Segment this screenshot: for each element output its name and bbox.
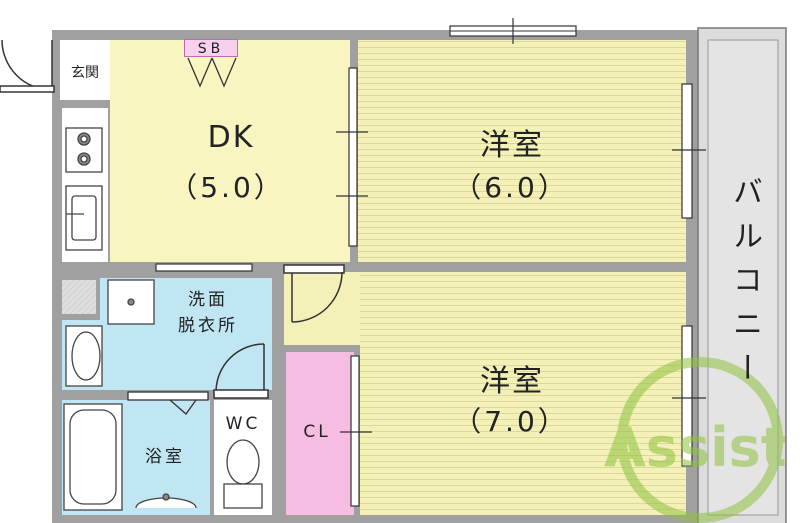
western-room-1-label: 洋室 <box>480 128 544 163</box>
sliding-door-dk <box>348 67 358 247</box>
stove-icon <box>65 127 103 173</box>
hall-floor <box>284 272 360 350</box>
washroom-label-line2: 脱衣所 <box>178 316 238 336</box>
shower-icon <box>135 493 197 509</box>
kitchen-sink-icon <box>65 185 103 251</box>
shoebox-label: SB <box>184 39 238 57</box>
washroom-label-line1: 洗面 <box>188 290 228 310</box>
balcony-label: バルコニー <box>727 176 762 396</box>
shoebox-door <box>187 57 237 88</box>
dk-size: （5.0） <box>169 171 285 204</box>
bath-door <box>127 391 209 415</box>
balcony-inner <box>707 39 779 516</box>
western-room-2-label: 洋室 <box>480 364 544 399</box>
assist-watermark: Assist <box>604 357 787 523</box>
bathtub-icon <box>63 403 123 511</box>
closet-label: CL <box>303 422 331 442</box>
entrance-door <box>0 39 55 93</box>
sliding-door-closet <box>350 355 360 507</box>
entrance-label: 玄関 <box>71 65 99 81</box>
dk-label: DK <box>207 120 255 155</box>
wall-closet <box>284 345 360 352</box>
wall-middle <box>100 262 686 272</box>
watermark-text: Assist <box>604 416 787 479</box>
wall-bath-wc <box>210 400 214 515</box>
wash-basin-icon <box>65 325 103 387</box>
wall-wash-hall <box>272 272 284 515</box>
wc-label: WC <box>225 414 261 434</box>
window-balcony-2 <box>681 325 693 467</box>
sliding-door-washroom <box>155 263 253 272</box>
hall-door <box>283 264 345 323</box>
wc-door <box>213 343 269 399</box>
western-room-2-size: （7.0） <box>453 405 569 438</box>
closet-floor <box>286 352 354 515</box>
washing-machine-icon <box>107 279 155 325</box>
western-room-1-floor <box>358 40 686 262</box>
storage-floor <box>62 280 96 314</box>
bath-label: 浴室 <box>145 447 185 467</box>
entrance-floor <box>60 40 110 100</box>
window-balcony-1 <box>681 83 693 219</box>
western-room-1-size: （6.0） <box>453 171 569 204</box>
dk-floor <box>110 40 350 262</box>
toilet-icon <box>223 439 263 509</box>
